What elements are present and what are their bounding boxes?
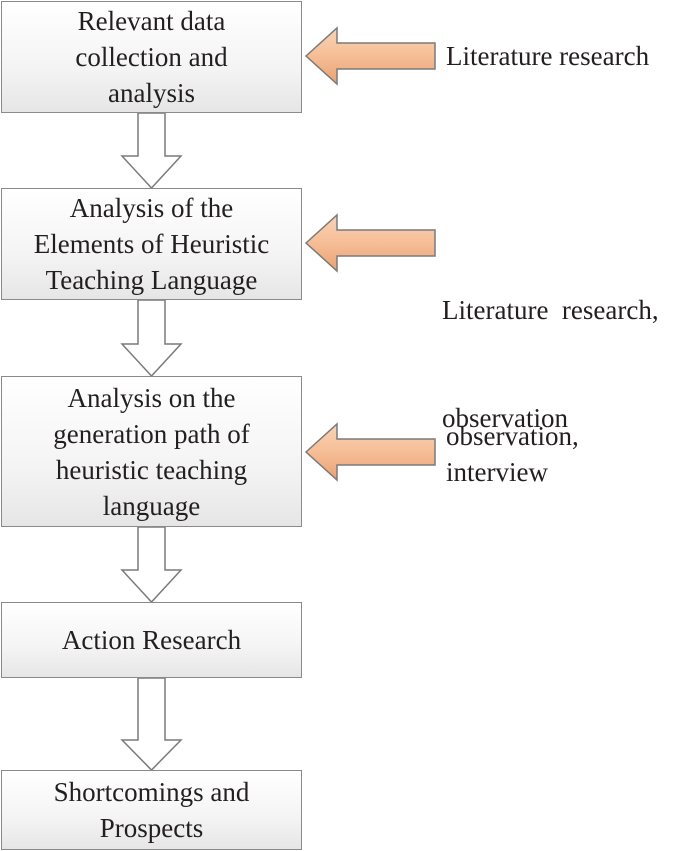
- step-box-generation-path: Analysis on the generation path of heuri…: [1, 376, 302, 527]
- left-arrow-3: [304, 422, 436, 482]
- step-3-line-2: generation path of: [53, 418, 250, 449]
- method-label-1: Literature research: [446, 38, 649, 74]
- step-3-line-4: language: [102, 490, 201, 521]
- method-3-line-1: observation,: [446, 421, 579, 451]
- down-arrow-4: [120, 677, 183, 772]
- step-box-action-research: Action Research: [1, 602, 302, 678]
- step-box-elements-analysis: Analysis of the Elements of Heuristic Te…: [1, 188, 302, 300]
- left-arrow-1: [304, 26, 436, 86]
- step-1-line-1: Relevant data: [77, 6, 226, 36]
- method-3-line-2: interview: [446, 457, 548, 487]
- method-1-line-1: Literature research: [446, 41, 650, 71]
- step-3-line-1: Analysis on the: [67, 382, 236, 413]
- step-1-line-2: collection and: [75, 42, 228, 72]
- down-arrow-2: [120, 299, 183, 378]
- step-5-line-1: Shortcomings and: [53, 777, 250, 807]
- step-5-line-2: Prospects: [99, 813, 204, 843]
- step-4-line-1: Action Research: [61, 625, 242, 655]
- down-arrow-1: [120, 112, 183, 190]
- step-2-line-2: Elements of Heuristic: [33, 229, 270, 259]
- step-2-line-3: Teaching Language: [45, 265, 258, 295]
- step-3-line-3: heuristic teaching: [55, 454, 248, 485]
- left-arrow-2: [304, 213, 436, 273]
- step-box-data-collection: Relevant data collection and analysis: [1, 1, 302, 113]
- step-1-line-3: analysis: [107, 78, 195, 108]
- step-box-shortcomings: Shortcomings and Prospects: [1, 770, 302, 850]
- step-2-line-1: Analysis of the: [69, 193, 234, 223]
- method-2-line-2: observation: [442, 403, 568, 433]
- method-label-3: observation, interview: [446, 418, 579, 490]
- method-2-line-1: Literature research,: [442, 295, 659, 325]
- down-arrow-3: [120, 526, 183, 604]
- method-label-2: Literature research, observation: [442, 220, 659, 472]
